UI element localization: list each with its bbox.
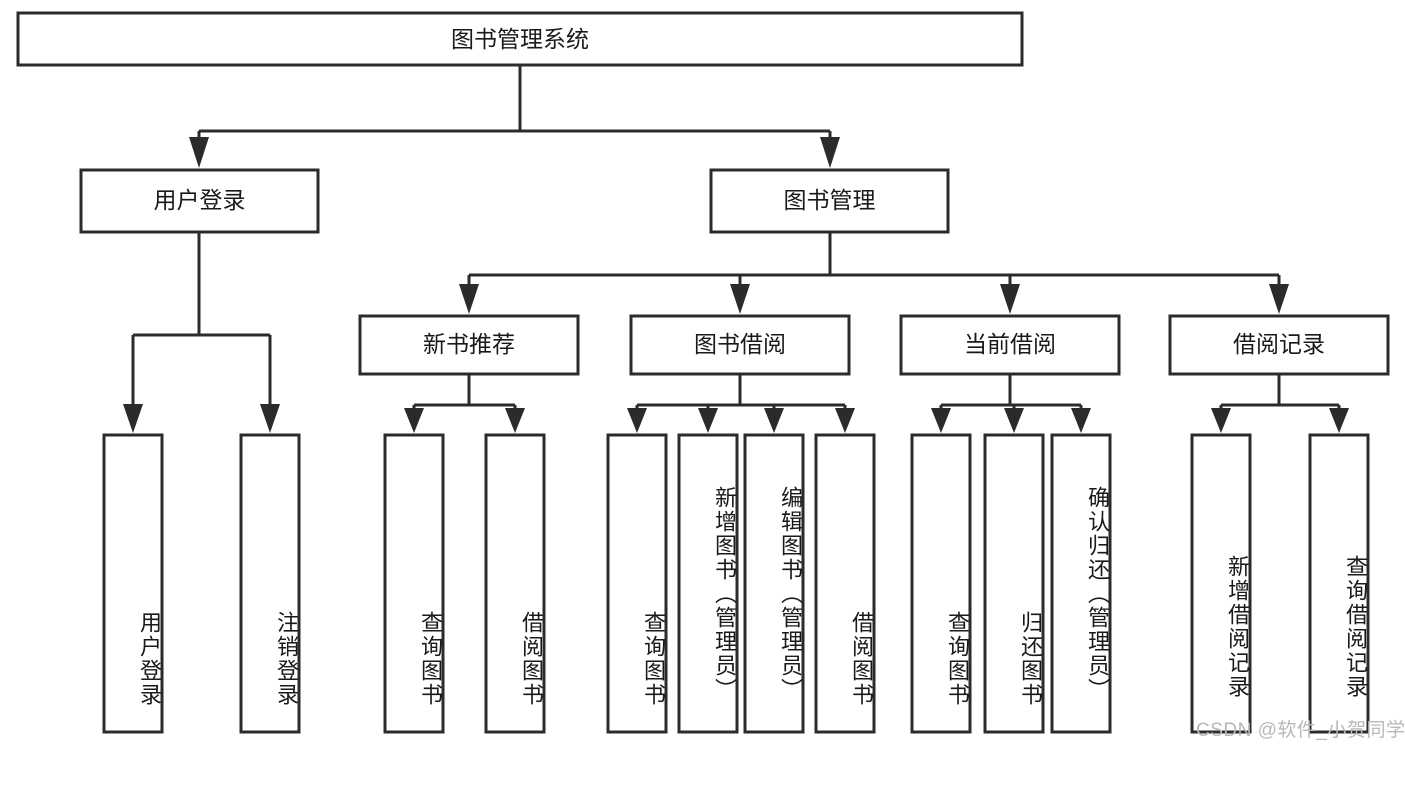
diagram-canvas: 图书管理系统 用户登录 图书管理 新书推荐 图书借阅 当前借阅 借阅记录 (16, 11, 1405, 741)
node-user-login-rect[interactable] (79, 168, 320, 234)
arrow-head-current-borrow (1000, 284, 1020, 314)
leaf-query-book-new-rect[interactable] (383, 433, 445, 734)
csdn-watermark: CSDN @软件_小贺同学 (1196, 720, 1405, 741)
leaf-user-login-rect[interactable] (102, 433, 164, 734)
node-new-book-recommend-rect[interactable] (358, 314, 580, 376)
node-current-borrow-rect[interactable] (899, 314, 1121, 376)
edge-group-book-borrow (627, 374, 855, 433)
arrow-head-leaf-query-borrow-record (1329, 408, 1349, 433)
arrow-head-user-login (189, 137, 209, 168)
node-book-manage[interactable]: 图书管理 (709, 168, 950, 234)
leaf-user-logout-rect[interactable] (239, 433, 301, 734)
leaf-add-book-rect[interactable] (677, 433, 739, 734)
leaf-add-borrow-record-rect[interactable] (1190, 433, 1252, 734)
node-root-rect[interactable] (16, 11, 1024, 67)
arrow-head-borrow-record (1269, 284, 1289, 314)
leaf-edit-book-rect[interactable] (743, 433, 805, 734)
arrow-head-leaf-query-book-borrow (627, 408, 647, 433)
leaf-boxes (102, 433, 1370, 734)
node-book-borrow-label: 图书借阅 (694, 331, 786, 357)
node-current-borrow-label: 当前借阅 (964, 331, 1056, 357)
node-book-borrow[interactable]: 图书借阅 (629, 314, 851, 376)
arrow-head-leaf-user-login (123, 404, 143, 433)
node-book-borrow-rect[interactable] (629, 314, 851, 376)
node-borrow-record-rect[interactable] (1168, 314, 1390, 376)
arrow-head-new-book-recommend (459, 284, 479, 314)
edge-group-borrow-record (1211, 374, 1349, 433)
arrow-head-leaf-return-book (1004, 408, 1024, 433)
node-book-manage-label: 图书管理 (784, 187, 876, 213)
arrow-head-leaf-edit-book (764, 408, 784, 433)
arrow-head-leaf-borrow-book (835, 408, 855, 433)
edge-group-current-borrow (931, 374, 1091, 433)
arrow-head-leaf-confirm-return (1071, 408, 1091, 433)
edge-group-book-manage (459, 232, 1289, 314)
node-new-book-recommend-label: 新书推荐 (423, 331, 515, 357)
node-current-borrow[interactable]: 当前借阅 (899, 314, 1121, 376)
leaf-borrow-book-rect[interactable] (814, 433, 876, 734)
arrow-head-book-borrow (730, 284, 750, 314)
arrow-head-leaf-query-book-new (404, 408, 424, 433)
edge-group-root (189, 65, 840, 168)
node-user-login[interactable]: 用户登录 (79, 168, 320, 234)
leaf-confirm-return-rect[interactable] (1050, 433, 1112, 734)
node-root-label: 图书管理系统 (451, 26, 589, 52)
leaf-return-book-rect[interactable] (983, 433, 1045, 734)
leaf-borrow-book-new-rect[interactable] (484, 433, 546, 734)
arrow-head-leaf-add-borrow-record (1211, 408, 1231, 433)
node-user-login-label: 用户登录 (154, 187, 246, 213)
node-borrow-record-label: 借阅记录 (1233, 331, 1325, 357)
node-borrow-record[interactable]: 借阅记录 (1168, 314, 1390, 376)
edge-group-user-login (123, 232, 280, 433)
org-tree-svg: 图书管理系统 用户登录 图书管理 新书推荐 图书借阅 当前借阅 借阅记录 (16, 11, 1390, 734)
arrow-head-leaf-borrow-book-new (505, 408, 525, 433)
arrow-head-leaf-user-logout (260, 404, 280, 433)
arrow-head-book-manage (820, 137, 840, 168)
leaf-query-book-current-rect[interactable] (910, 433, 972, 734)
node-root[interactable]: 图书管理系统 (16, 11, 1024, 67)
arrow-head-leaf-add-book (698, 408, 718, 433)
leaf-query-borrow-record-rect[interactable] (1308, 433, 1370, 734)
edge-group-new-book-recommend (404, 374, 525, 433)
arrow-head-leaf-query-book-current (931, 408, 951, 433)
node-book-manage-rect[interactable] (709, 168, 950, 234)
node-new-book-recommend[interactable]: 新书推荐 (358, 314, 580, 376)
leaf-query-book-borrow-rect[interactable] (606, 433, 668, 734)
